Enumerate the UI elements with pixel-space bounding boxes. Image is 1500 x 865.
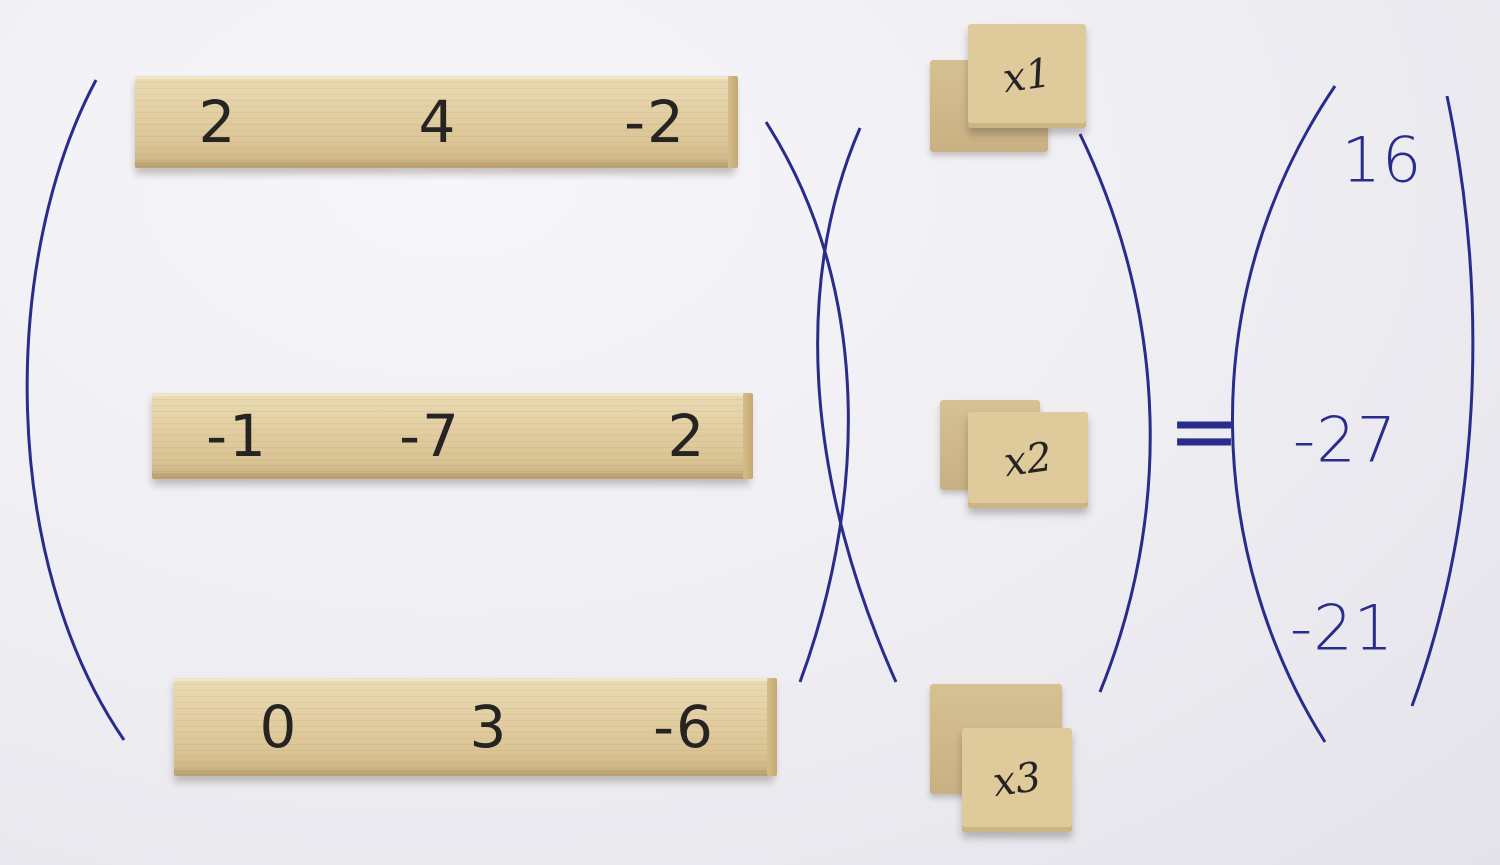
result-value: -21 <box>1289 591 1395 665</box>
x2-label: x2 <box>1001 433 1055 487</box>
x3-label: x3 <box>990 753 1044 807</box>
x1-label: x1 <box>1000 49 1054 103</box>
matrix-row-2-stick: -1 -7 2 <box>152 393 753 479</box>
matrix-row-3-stick: 0 3 -6 <box>174 678 777 776</box>
vector-left-paren <box>816 127 898 683</box>
matrix-cell: 4 <box>418 88 458 156</box>
result-value: -27 <box>1292 403 1398 477</box>
x1-block: x1 <box>968 24 1086 128</box>
matrix-left-paren <box>25 79 126 741</box>
matrix-row-1-stick: 2 4 -2 <box>135 76 738 168</box>
result-value: 16 <box>1341 123 1423 197</box>
matrix-cell: 3 <box>469 693 509 761</box>
matrix-cell: -2 <box>624 88 686 156</box>
matrix-right-paren <box>764 121 850 683</box>
x3-block: x3 <box>962 728 1072 832</box>
matrix-cell: 0 <box>259 693 299 761</box>
x2-block: x2 <box>968 412 1088 508</box>
stick-end <box>728 76 738 168</box>
matrix-cell: -1 <box>206 402 268 470</box>
matrix-cell: -7 <box>399 402 461 470</box>
matrix-cell: 2 <box>198 88 238 156</box>
stick-end <box>767 678 777 776</box>
stick-end <box>743 393 753 479</box>
matrix-cell: -6 <box>653 693 715 761</box>
matrix-cell: 2 <box>667 402 707 470</box>
equals-sign: = <box>1168 381 1241 481</box>
vector-right-paren <box>1078 133 1152 693</box>
